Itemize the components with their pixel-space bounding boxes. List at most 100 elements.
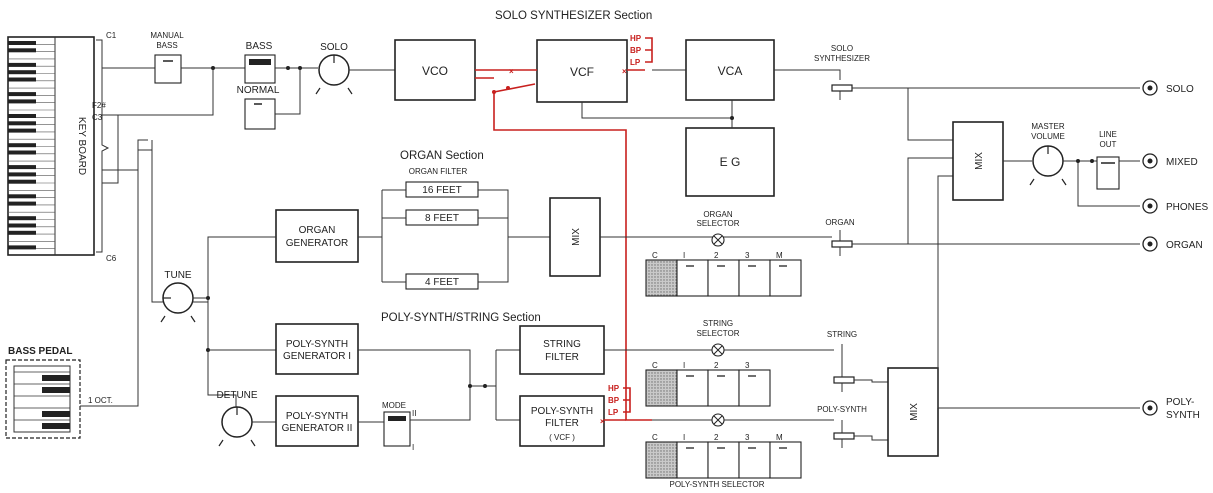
keyboard-black-key — [8, 230, 36, 235]
wire-filter-in — [381, 189, 406, 283]
vco-block — [394, 39, 476, 101]
organ-gen-label-2: GENERATOR — [286, 238, 348, 249]
line-out-label-2: OUT — [1100, 140, 1117, 149]
bass-label: BASS — [246, 41, 273, 52]
keyboard-black-key — [8, 194, 36, 199]
solo-synth-label-1: SOLO — [831, 44, 853, 53]
poly-selector-key-label: 3 — [745, 433, 750, 442]
manual-bass-label-2: BASS — [156, 41, 177, 50]
keyboard-bracket — [96, 39, 110, 253]
poly-selector-key-label: M — [776, 433, 783, 442]
string-selector-key[interactable] — [707, 369, 740, 407]
feet-8-label: 8 FEET — [425, 213, 459, 224]
organ-switch[interactable] — [831, 240, 853, 248]
feet-4-label: 4 FEET — [425, 277, 459, 288]
wire-polymix-mainmix — [937, 175, 953, 408]
note-c6: C6 — [106, 254, 117, 263]
poly-selector-title: POLY-SYNTH SELECTOR — [670, 480, 765, 489]
poly-filter-label-1: POLY-SYNTH — [531, 406, 593, 417]
vcf-mode-bracket — [645, 37, 653, 63]
wire-organ-mix — [907, 157, 953, 244]
string-switch-label: STRING — [827, 330, 857, 339]
gen2-label-1: POLY-SYNTH — [286, 411, 348, 422]
poly-filter-label-3: ( VCF ) — [549, 433, 575, 442]
jack-label-solo: SOLO — [1166, 84, 1194, 95]
poly-selector-lamp — [711, 413, 725, 427]
vcf-mode-hp: HP — [630, 34, 642, 43]
keyboard-black-key — [8, 92, 36, 97]
string-selector-key-label: 3 — [745, 361, 750, 370]
feet-16-label: 16 FEET — [422, 185, 461, 196]
string-filter-block — [519, 325, 605, 375]
vcf-label: VCF — [570, 65, 594, 79]
wire-eg-vcf — [581, 100, 733, 119]
vcf-mode-bp: BP — [630, 46, 642, 55]
organ-selector-key[interactable] — [645, 259, 678, 297]
poly-generator-1 — [275, 323, 359, 375]
poly-mix-label: MIX — [909, 403, 920, 421]
red-cross-vcf: × — [622, 67, 627, 76]
keyboard-black-key — [8, 223, 36, 228]
keyboard-black-key — [8, 48, 36, 53]
jack-label-poly-1: POLY- — [1166, 397, 1194, 408]
pedal-black-key — [42, 375, 70, 381]
poly-selector-key[interactable] — [645, 441, 678, 479]
main-mix-block — [952, 121, 1004, 201]
solo-synth-label-2: SYNTHESIZER — [814, 54, 870, 63]
wire-pedal — [80, 149, 152, 407]
keyboard-black-key — [8, 143, 36, 148]
wire-solo-mix — [907, 88, 953, 141]
keyboard-black-keys — [8, 41, 36, 250]
poly-filter-label-2: FILTER — [545, 418, 579, 429]
organ-selector-key-label: C — [652, 251, 658, 260]
wire-kb-normal — [118, 68, 214, 116]
organ-selector-title-2: SELECTOR — [697, 219, 740, 228]
mode-label: MODE — [382, 401, 406, 410]
poly-mode-hp: HP — [608, 384, 620, 393]
keyboard-black-key — [8, 99, 36, 104]
organ-mix-block — [549, 197, 601, 277]
master-volume-label-1: MASTER — [1031, 122, 1065, 131]
master-volume-label-2: VOLUME — [1031, 132, 1065, 141]
organ-selector-key[interactable] — [769, 259, 802, 297]
string-selector-key[interactable] — [645, 369, 678, 407]
poly-switch[interactable] — [833, 432, 855, 440]
keyboard-black-key — [8, 216, 36, 221]
tune-label: TUNE — [164, 270, 192, 281]
string-selector-title-1: STRING — [703, 319, 733, 328]
vcf-mode-lp: LP — [630, 58, 641, 67]
bass-pedal-label: BASS PEDAL — [8, 346, 72, 357]
manual-bass-switch[interactable] — [154, 54, 182, 84]
eg-label: E G — [720, 155, 741, 169]
keyboard-black-key — [8, 62, 36, 67]
keyboard-black-key — [8, 70, 36, 75]
mode-mark-2: II — [412, 409, 416, 418]
keyboard-black-key — [8, 41, 36, 45]
keyboard: KEY BOARD — [7, 36, 95, 256]
organ-filter-title: ORGAN FILTER — [409, 167, 468, 176]
wire-to-filters — [495, 349, 520, 421]
vco-label: VCO — [422, 64, 448, 78]
output-jack-center — [1147, 405, 1153, 411]
line-out-label-1: LINE — [1099, 130, 1117, 139]
string-switch[interactable] — [833, 376, 855, 384]
gen2-label-2: GENERATOR II — [282, 423, 353, 434]
wire-gens-merge — [358, 349, 471, 421]
wire-kb-upper — [102, 139, 148, 171]
output-jack-center — [1147, 85, 1153, 91]
pedal-black-key — [42, 387, 70, 393]
red-cross-poly: × — [600, 417, 605, 426]
pedal-black-key — [42, 411, 70, 417]
solo-section-title: SOLO SYNTHESIZER Section — [495, 10, 652, 22]
string-selector-key-label: 2 — [714, 361, 719, 370]
pedal-black-key — [42, 423, 70, 429]
poly-selector-key-label: C — [652, 433, 658, 442]
wire-tune-organgen — [193, 236, 276, 299]
organ-gen-label-1: ORGAN — [299, 225, 336, 236]
red-cross-vco: × — [509, 67, 514, 76]
solo-synth-switch[interactable] — [831, 84, 853, 92]
poly-selector-key-label: 2 — [714, 433, 719, 442]
vcf-block — [536, 39, 628, 103]
string-selector-key-label: C — [652, 361, 658, 370]
line-out-switch[interactable] — [1096, 156, 1120, 190]
